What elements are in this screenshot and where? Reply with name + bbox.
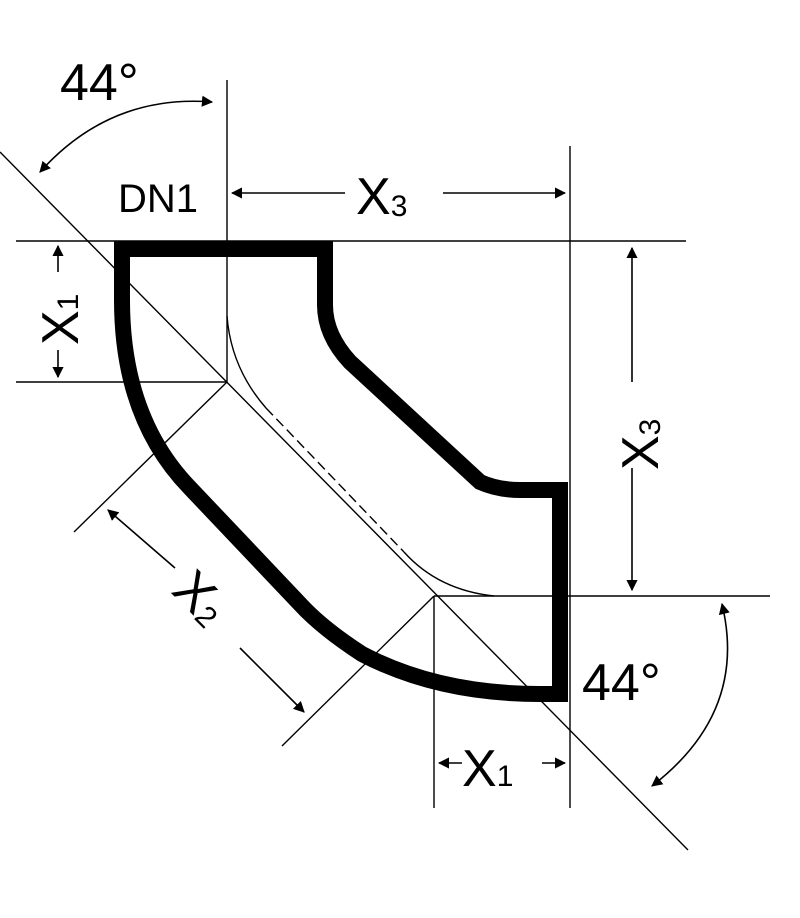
x1-bottom-label: X1 xyxy=(462,740,513,798)
elbow-outline xyxy=(114,241,568,702)
ext-line-x2-lower xyxy=(281,595,435,747)
angle-arc-top xyxy=(39,95,214,173)
x1-left-label: X1 xyxy=(32,294,90,345)
x3-horizontal-label: X3 xyxy=(356,168,407,226)
centerline-diagonal xyxy=(0,151,689,851)
angle-arc-bottom xyxy=(651,602,730,787)
inner-contour xyxy=(226,315,495,597)
svg-text:X2: X2 xyxy=(162,559,239,636)
angle-label-bottom: 44° xyxy=(582,654,661,712)
ext-line-x2-upper xyxy=(73,381,228,533)
svg-text:X1: X1 xyxy=(32,294,90,345)
angle-label-top: 44° xyxy=(60,54,139,112)
inner-arc-bottom xyxy=(403,551,495,597)
svg-text:X3: X3 xyxy=(612,419,670,470)
inner-arc-top xyxy=(226,315,267,409)
x3-vertical-label: X3 xyxy=(612,419,670,470)
inner-hidden-line xyxy=(265,407,405,553)
dimension-x2-diagonal xyxy=(107,509,305,713)
dn1-label: DN1 xyxy=(118,177,198,221)
x2-diagonal-label: X2 xyxy=(162,559,239,636)
